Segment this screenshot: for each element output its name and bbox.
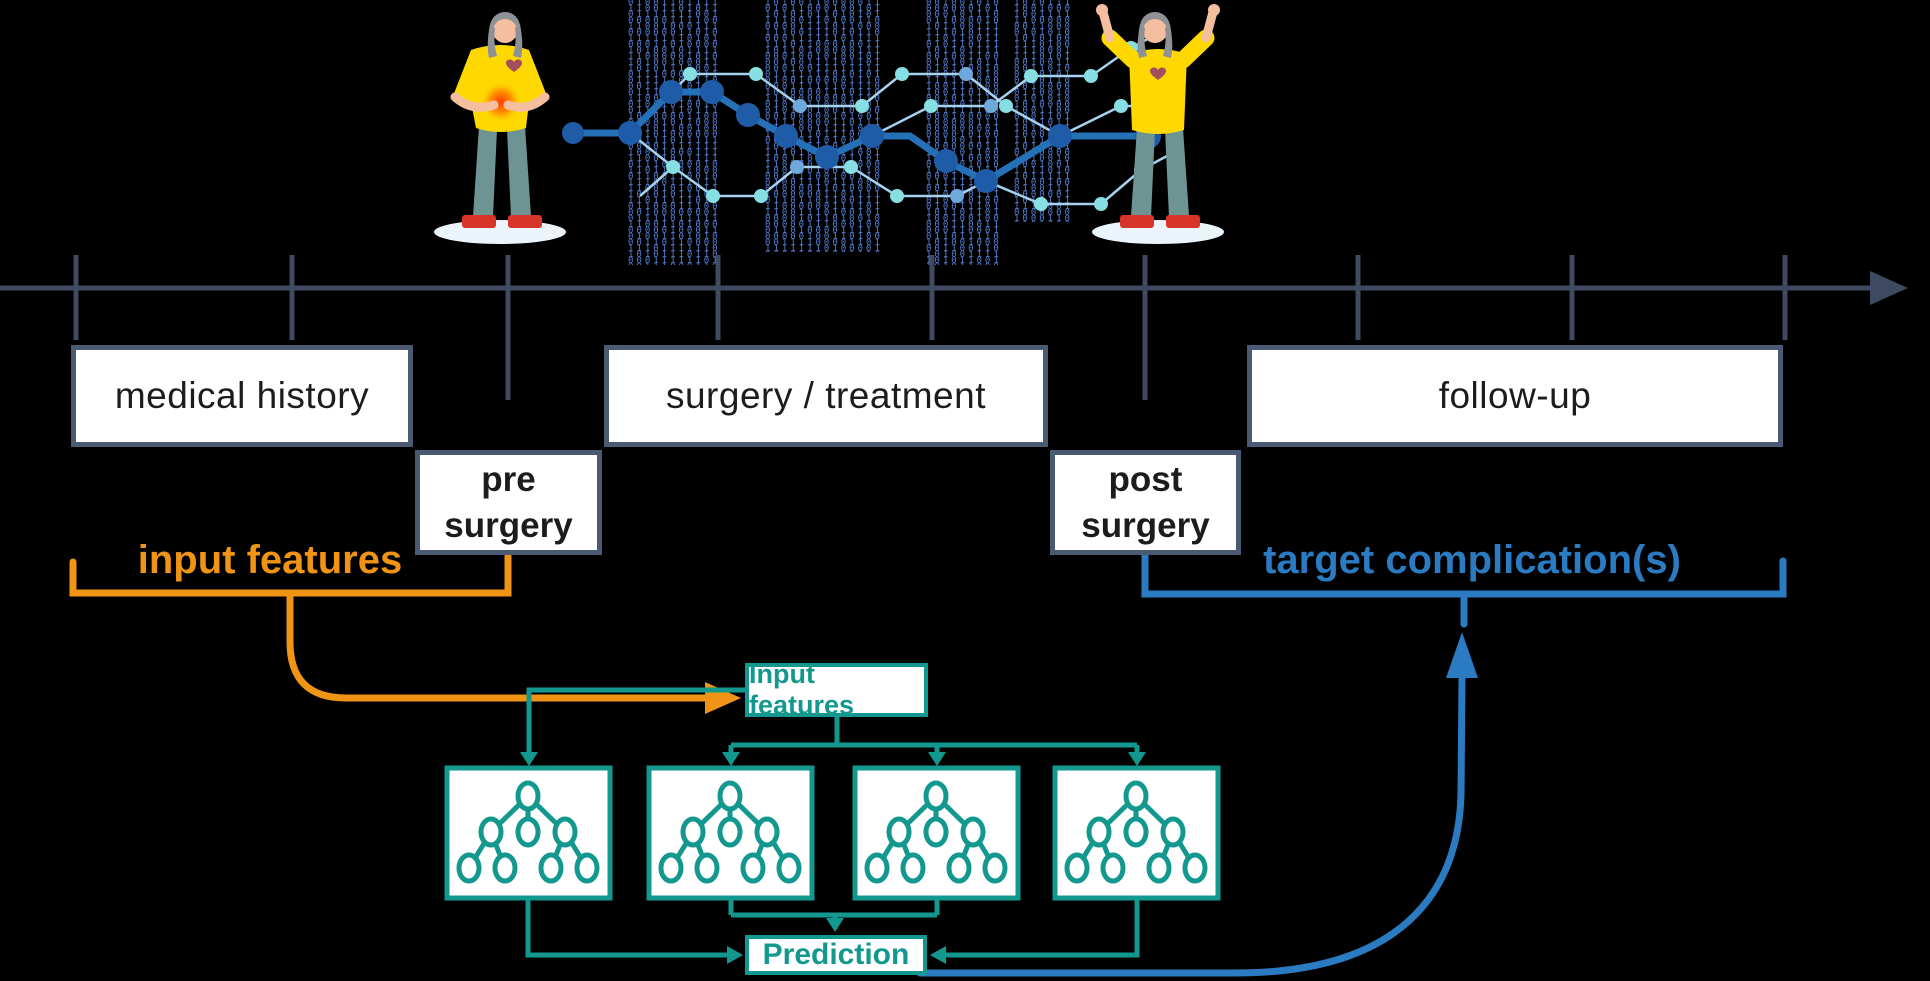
- model-prediction-box: Prediction: [745, 935, 927, 975]
- forest-connectors: [520, 687, 1146, 964]
- net-node: [754, 189, 768, 203]
- teal-arrowhead-icon: [727, 946, 743, 964]
- net-node: [706, 189, 720, 203]
- net-node: [700, 80, 724, 104]
- neural-network-illustration: [562, 26, 1179, 211]
- decision-tree-icon: [444, 765, 613, 901]
- teal-arrowhead-icon: [826, 918, 844, 932]
- medical-history-box: medical history: [71, 345, 413, 447]
- post-surgery-line2: surgery: [1081, 505, 1210, 545]
- teal-arrowhead-icon: [722, 752, 740, 766]
- follow-up-box: follow-up: [1247, 345, 1783, 447]
- blue-arrowhead-icon: [1446, 632, 1478, 678]
- net-node: [774, 124, 798, 148]
- net-node: [749, 67, 763, 81]
- target-complications-label: target complication(s): [1263, 538, 1681, 582]
- post-surgery-line1: post: [1108, 460, 1183, 499]
- net-node: [974, 169, 998, 193]
- decision-tree-icon: [852, 765, 1021, 901]
- decision-tree-icon: [1052, 765, 1221, 901]
- teal-arrowhead-icon: [930, 946, 946, 964]
- net-node: [659, 80, 683, 104]
- pre-surgery-line1: pre: [481, 460, 536, 499]
- net-node: [934, 149, 958, 173]
- net-node: [844, 160, 858, 174]
- net-node: [1114, 99, 1128, 113]
- net-node: [924, 99, 938, 113]
- timeline-axis: [0, 255, 1908, 400]
- recovered-patient-icon: [1092, 4, 1224, 244]
- post-surgery-box: post surgery: [1050, 450, 1241, 555]
- net-node: [562, 122, 584, 144]
- net-node: [790, 160, 804, 174]
- net-node: [1034, 197, 1048, 211]
- net-node: [984, 99, 998, 113]
- net-node: [950, 189, 964, 203]
- pre-surgery-line2: surgery: [444, 505, 573, 545]
- net-node: [895, 67, 909, 81]
- net-node: [793, 99, 807, 113]
- net-node: [1048, 124, 1072, 148]
- decision-tree-icon: [646, 765, 815, 901]
- net-node: [999, 99, 1013, 113]
- net-node: [890, 189, 904, 203]
- net-node: [666, 160, 680, 174]
- orange-arrowhead-icon: [705, 682, 741, 714]
- net-node: [860, 124, 884, 148]
- teal-arrowhead-icon: [928, 752, 946, 766]
- surgery-treatment-box: surgery / treatment: [604, 345, 1048, 447]
- net-node: [618, 121, 642, 145]
- teal-arrowhead-icon: [1128, 752, 1146, 766]
- pre-surgery-box: pre surgery: [415, 450, 602, 555]
- timeline-arrow-icon: [1870, 271, 1908, 305]
- target-complications-bracket: [916, 551, 1787, 977]
- net-node: [815, 145, 839, 169]
- net-node: [959, 67, 973, 81]
- model-input-features-box: Input features: [745, 659, 928, 720]
- net-node: [1084, 69, 1098, 83]
- net-node: [1094, 197, 1108, 211]
- net-node: [683, 67, 697, 81]
- binary-code-texture: 1010111100100010011111100000001100001010…: [1014, 0, 1073, 222]
- net-node: [855, 99, 869, 113]
- input-features-label: input features: [137, 538, 403, 582]
- net-node: [1024, 69, 1038, 83]
- sick-patient-icon: [434, 12, 566, 244]
- binary-code-texture: 1010011000001101011000100101101010110101…: [765, 0, 883, 252]
- net-node: [736, 103, 760, 127]
- teal-arrowhead-icon: [520, 752, 538, 766]
